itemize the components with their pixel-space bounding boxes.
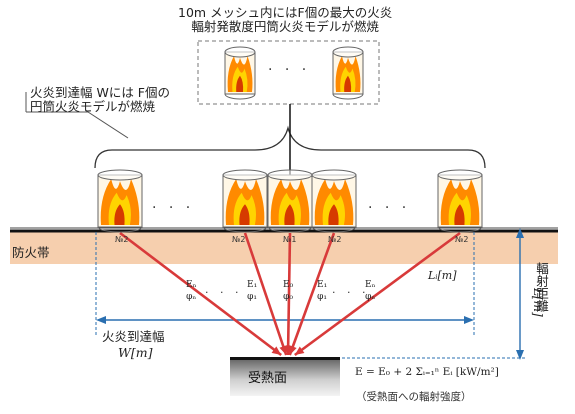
cylinder-top <box>311 169 357 181</box>
symbol-phi: φₙ <box>186 291 197 302</box>
cylinder-bottom <box>311 226 357 233</box>
firebreak-band <box>10 232 558 264</box>
fire-tag: №2 <box>455 235 469 244</box>
distance-arrow-top-head <box>516 228 524 238</box>
ray-arrowhead <box>289 345 297 355</box>
fire-cylinder <box>97 169 143 233</box>
left-note: 火炎到達幅 Wには F個の 円筒火炎モデルが燃焼 <box>30 85 170 115</box>
left-note-line2: 円筒火炎モデルが燃焼 <box>30 99 156 115</box>
fire-tag: №1 <box>283 235 297 244</box>
inset-dots: · · · <box>268 62 311 78</box>
cylinder-top <box>222 169 268 181</box>
distance-label: 輻射距離 <box>532 262 551 312</box>
brace <box>94 125 486 169</box>
radiation-ray <box>119 231 282 357</box>
cylinder-top <box>224 46 256 58</box>
cylinder-top <box>267 169 313 181</box>
cylinder-bottom <box>224 93 256 100</box>
receiver-label: 受熱面 <box>248 371 288 386</box>
inset-box <box>197 40 380 105</box>
formula: E = E₀ + 2 Σᵢ₌₁ⁿ Eᵢ [kW/m²] <box>355 366 499 378</box>
cylinder-bottom <box>332 93 364 100</box>
fire-tag: №2 <box>328 235 342 244</box>
left-note-line1: 火炎到達幅 Wには F個の <box>30 85 170 100</box>
fire-cylinder <box>437 169 483 233</box>
left-note-bracket <box>25 92 129 139</box>
radiation-ray <box>294 231 461 357</box>
fire-tag: №2 <box>115 235 129 244</box>
cylinder-top <box>437 169 483 181</box>
cylinder-bottom <box>97 226 143 233</box>
reach-arrow-left-head <box>96 316 106 324</box>
radiation-ray <box>243 232 288 356</box>
firebreak-label: 防火帯 <box>12 245 50 260</box>
symbol-phi: φ₁ <box>247 291 258 302</box>
flame-core <box>344 75 352 92</box>
symbol-e: E₀ <box>283 280 294 290</box>
li-label: Lᵢ[m] <box>428 269 457 282</box>
flame-core <box>114 204 125 225</box>
cylinder-bottom <box>437 226 483 233</box>
symbols-dots-left: · · · <box>205 286 243 299</box>
distance-unit: L[m] <box>531 288 545 317</box>
radiation-ray <box>286 232 292 356</box>
ray-arrowhead <box>271 346 282 355</box>
flame-core <box>284 204 295 225</box>
rays <box>119 231 461 357</box>
fire-cylinder <box>311 169 357 233</box>
receiver-surface <box>230 357 340 396</box>
cylinder-top <box>332 46 364 58</box>
distance-text: 輻射距離 <box>534 262 549 312</box>
reach-width-label: 火炎到達幅 <box>102 329 165 344</box>
cylinders <box>97 46 483 233</box>
symbol-e: Eₙ <box>365 280 376 290</box>
top-note-line2: 輻射発散度円筒火炎モデルが燃焼 <box>191 19 379 35</box>
cylinder-bottom <box>267 226 313 233</box>
formula-note: （受熱面への輻射強度） <box>356 391 472 403</box>
symbol-phi: φ₀ <box>283 291 294 302</box>
reach-arrow-right-head <box>464 316 474 324</box>
ray-arrowhead <box>294 346 305 355</box>
fire-cylinder <box>224 46 256 100</box>
symbols-dots-right: · · · <box>332 286 370 299</box>
flame-core <box>328 204 339 225</box>
symbol-e: Eₙ <box>186 280 197 290</box>
cylinder-bottom <box>222 226 268 233</box>
distance-arrow-bottom-head <box>516 350 524 360</box>
radiation-ray <box>288 232 336 356</box>
fire-tag: №2 <box>232 235 246 244</box>
fire-cylinder <box>222 169 268 233</box>
top-note-line1: 10m メッシュ内にはF個の最大の火炎 <box>178 5 393 20</box>
symbol-phi: φ₁ <box>317 291 328 302</box>
fires-dots-left: · · · <box>152 200 195 216</box>
symbol-phi: φₙ <box>365 291 376 302</box>
reach-width-unit: W[m] <box>118 345 153 360</box>
flame-core <box>236 75 244 92</box>
top-note: 10m メッシュ内にはF個の最大の火炎 輻射発散度円筒火炎モデルが燃焼 <box>178 5 393 35</box>
flame-core <box>454 204 465 225</box>
cylinder-top <box>97 169 143 181</box>
fire-cylinder <box>267 169 313 233</box>
symbol-e: E₁ <box>247 280 258 290</box>
symbol-e: E₁ <box>317 280 328 290</box>
flame-core <box>239 204 250 225</box>
fires-dots-right: · · · <box>368 200 411 216</box>
fire-cylinder <box>332 46 364 100</box>
